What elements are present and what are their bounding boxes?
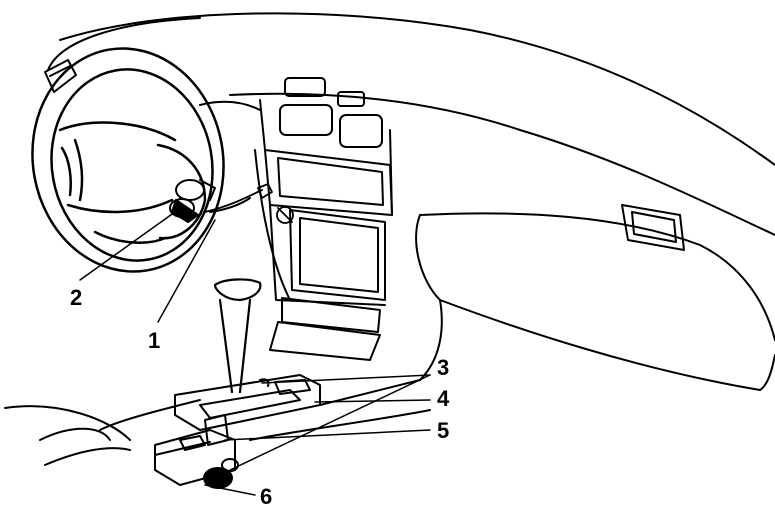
column-switch xyxy=(169,179,251,223)
leader-line-3 xyxy=(261,374,431,384)
callout-2: 2 xyxy=(70,285,83,310)
callout-3: 3 xyxy=(437,355,450,380)
leader-line-5 xyxy=(224,429,431,441)
dashboard-outline xyxy=(47,12,775,391)
leader-lines xyxy=(79,211,431,496)
callout-4: 4 xyxy=(437,386,450,411)
steering-wheel xyxy=(31,47,225,273)
left-air-vent xyxy=(44,59,77,93)
leader-line-6b xyxy=(229,374,431,471)
gear-shifter xyxy=(213,278,262,394)
callout-5: 5 xyxy=(437,418,450,443)
shift-console xyxy=(4,374,431,466)
leader-line-1 xyxy=(157,219,216,323)
callout-6: 6 xyxy=(260,484,273,509)
leader-line-2 xyxy=(79,211,176,281)
center-stack xyxy=(259,77,393,361)
callout-1: 1 xyxy=(148,328,161,353)
leader-line-6a xyxy=(204,484,256,496)
shift-lock-unit xyxy=(154,414,239,489)
glovebox-handle xyxy=(621,204,685,251)
leader-line-4 xyxy=(314,399,431,403)
